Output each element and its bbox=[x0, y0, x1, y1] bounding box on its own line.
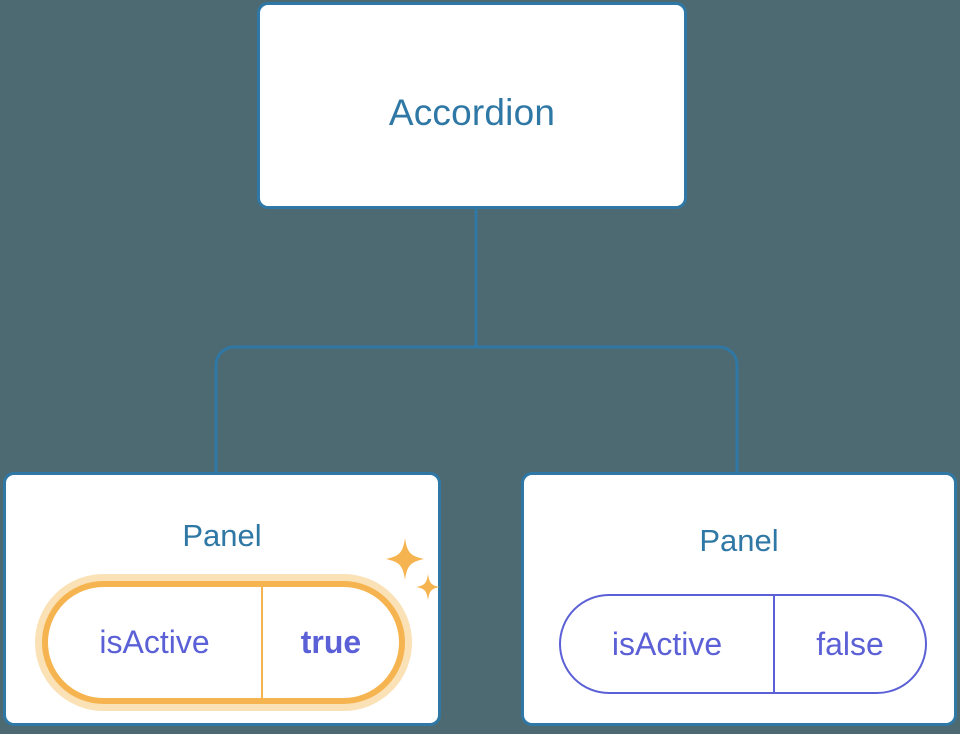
node-panel-inactive[interactable]: Panel isActive false bbox=[521, 472, 957, 726]
node-accordion[interactable]: Accordion bbox=[257, 2, 687, 209]
prop-pill-isactive-true[interactable]: isActive true bbox=[35, 574, 412, 711]
connector-bus-to-right-panel bbox=[476, 345, 739, 472]
node-panel-inactive-title: Panel bbox=[699, 523, 779, 558]
prop-value-false: false bbox=[816, 625, 884, 662]
prop-key-isactive: isActive bbox=[561, 596, 775, 692]
node-accordion-title: Accordion bbox=[388, 92, 556, 133]
prop-pill-inner: isActive true bbox=[42, 581, 405, 704]
prop-pill-isactive-false[interactable]: isActive false bbox=[559, 594, 927, 694]
node-panel-active-title: Panel bbox=[182, 518, 262, 553]
node-panel-active[interactable]: Panel isActive true bbox=[3, 472, 441, 726]
prop-value-true: true bbox=[300, 624, 362, 660]
prop-key-isactive: isActive bbox=[48, 587, 263, 698]
connector-bus-to-left-panel bbox=[214, 345, 476, 472]
